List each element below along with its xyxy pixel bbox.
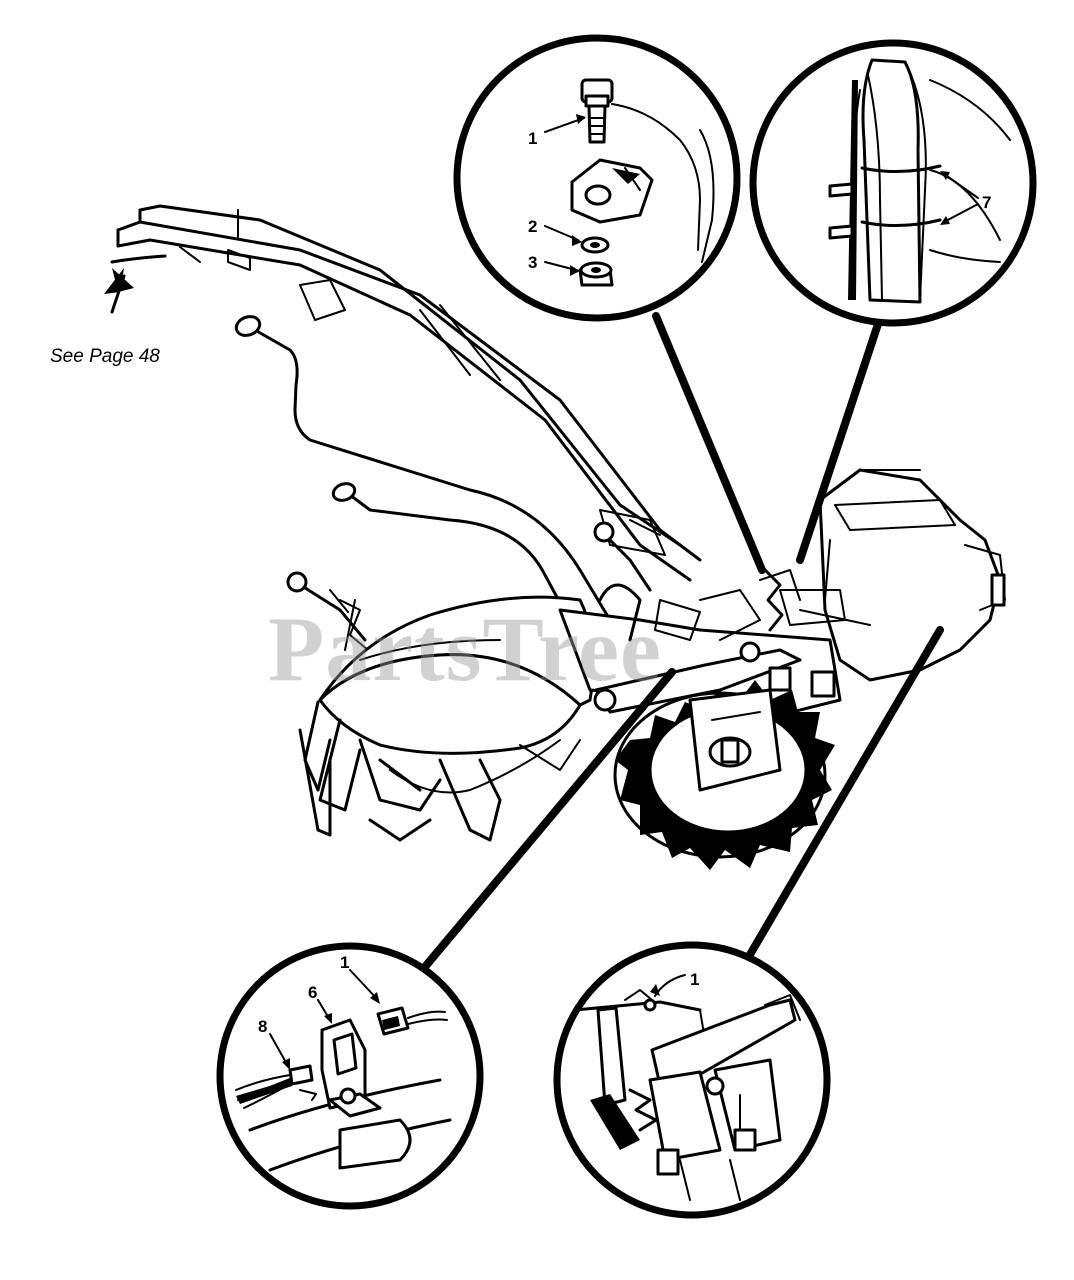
detail-bracket-switch: 1 6 8 [216,942,484,1210]
reference-note: See Page 48 [50,346,160,367]
tiller-assembly [110,204,1006,870]
drive-wheel [613,680,835,870]
callout-label: 1 [340,953,349,972]
detail-bolt-assembly: 1 2 3 [453,34,741,322]
callout-label: 6 [308,983,317,1002]
tine-hood [303,589,595,812]
leader-lines [420,312,944,972]
detail-engine-linkage: 1 [553,941,831,1219]
callout-label: 1 [690,970,699,989]
handlebar-assembly [110,204,702,582]
engine [759,468,1006,682]
callout-label: 3 [528,253,537,272]
callout-label: 8 [258,1017,267,1036]
watermark: PartsTree [268,598,662,700]
callout-label: 2 [528,217,537,236]
callout-label: 1 [528,129,537,148]
callout-label: 7 [982,193,991,212]
tines [298,728,581,842]
reference-arrow [104,268,134,314]
detail-wire-ties: 7 [749,39,1037,327]
